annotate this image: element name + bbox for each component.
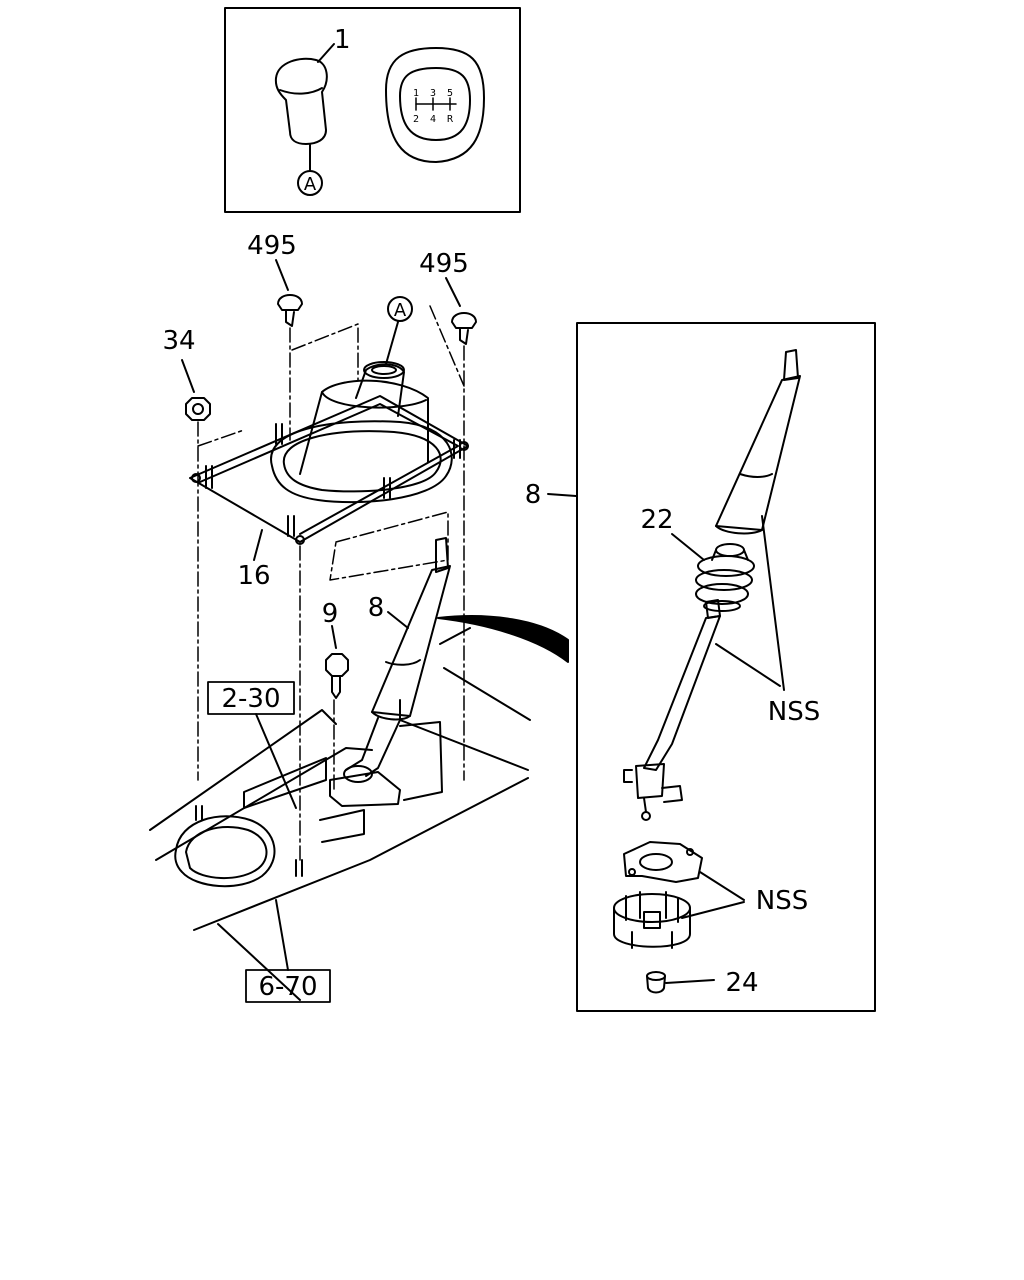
label-part-495-right: 495 xyxy=(419,249,469,279)
shift-lever-main xyxy=(329,537,451,807)
label-ref-6-70: 6-70 xyxy=(258,972,317,1002)
label-part-22: 22 xyxy=(640,505,673,535)
knob-top-shift-pattern xyxy=(385,47,485,163)
label-ref-2-30: 2-30 xyxy=(221,684,280,714)
ref-box-2-30 xyxy=(207,681,295,715)
floor-panel xyxy=(149,627,531,1001)
detail-lower-lever xyxy=(623,599,721,821)
nut-34-icon xyxy=(185,397,211,781)
part-24-icon xyxy=(646,971,666,994)
shift-pattern-bottom-3: R xyxy=(447,114,454,125)
bolt-9-icon xyxy=(325,653,349,699)
label-part-8-main: 8 xyxy=(368,593,385,623)
leader-8-main xyxy=(387,611,409,629)
leader-495-left xyxy=(275,259,289,291)
leader-22 xyxy=(671,533,705,561)
label-callout-a-boot: A xyxy=(394,300,407,321)
shift-pattern-top-2: 3 xyxy=(430,88,436,99)
arrow-to-detail xyxy=(437,615,569,663)
detail-boot-22 xyxy=(695,543,755,612)
alignment-lines xyxy=(197,305,465,581)
leader-a-boot xyxy=(385,321,399,365)
leader-8-detail xyxy=(547,493,577,497)
shift-pattern-top-3: 5 xyxy=(447,88,453,99)
detail-gasket xyxy=(623,841,703,883)
leader-2-30 xyxy=(255,713,297,809)
shift-pattern-bottom-1: 2 xyxy=(413,114,419,125)
label-part-16: 16 xyxy=(237,561,270,591)
label-nss-lower: NSS xyxy=(756,886,808,916)
vertical-alignment-lines xyxy=(299,545,335,861)
label-part-24: 24 xyxy=(725,968,758,998)
label-nss-upper: NSS xyxy=(768,697,820,727)
callout-circle-a-knob xyxy=(297,170,323,196)
shift-pattern-bottom-2: 4 xyxy=(430,114,436,125)
bolt-495-left-icon xyxy=(277,294,303,441)
leader-6-70 xyxy=(275,899,289,971)
detail-socket xyxy=(613,891,691,949)
leader-34 xyxy=(181,359,195,393)
knob-inset-frame xyxy=(224,7,521,213)
shift-pattern-top-1: 1 xyxy=(413,88,419,99)
bolt-495-right-icon xyxy=(451,312,477,781)
leader-24 xyxy=(665,979,715,984)
ref-box-6-70 xyxy=(245,969,331,1003)
label-callout-a-knob: A xyxy=(304,174,317,195)
label-part-34: 34 xyxy=(162,326,195,356)
console-plate-16 xyxy=(189,395,469,545)
label-part-9: 9 xyxy=(322,599,339,629)
detail-frame xyxy=(576,322,876,1012)
leader-16 xyxy=(253,529,263,561)
label-part-1: 1 xyxy=(334,25,351,55)
shift-boot xyxy=(270,361,453,504)
leader-9 xyxy=(331,625,337,649)
callout-circle-a-boot xyxy=(387,296,413,322)
nss-leaders xyxy=(681,515,785,919)
shift-knob-illustration xyxy=(274,57,328,171)
leader-495-right xyxy=(445,277,461,307)
label-part-8-detail: 8 xyxy=(525,480,542,510)
leader-part-1 xyxy=(317,43,335,63)
label-part-495-left: 495 xyxy=(247,231,297,261)
detail-upper-lever xyxy=(715,349,801,535)
